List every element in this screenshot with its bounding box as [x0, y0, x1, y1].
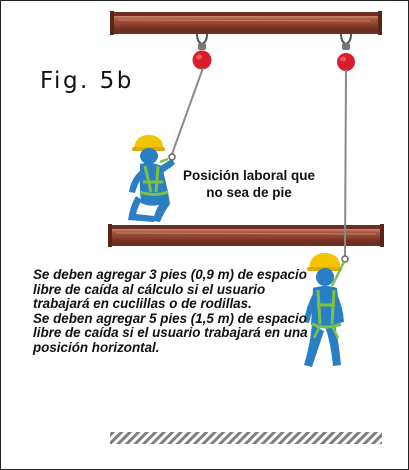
posture-caption: Posición laboral que no sea de pie	[175, 167, 323, 201]
right-lifeline-hook	[341, 255, 349, 263]
kneeling-worker	[128, 134, 175, 222]
clearance-notes: Se deben agregar 3 pies (0,9 m) de espac…	[33, 267, 323, 356]
suspended-worker	[304, 252, 346, 367]
note-horizontal: Se deben agregar 5 pies (1,5 m) de espac…	[33, 310, 308, 355]
note-kneeling: Se deben agregar 3 pies (0,9 m) de espac…	[33, 267, 307, 312]
top-beam	[110, 11, 382, 35]
middle-beam	[108, 224, 384, 247]
left-anchor-device	[192, 33, 212, 70]
posture-caption-text: Posición laboral que no sea de pie	[182, 168, 316, 200]
right-anchor-device	[337, 33, 355, 71]
right-lifeline	[344, 69, 347, 257]
figure-label: Fig. 5b	[40, 68, 134, 94]
left-lifeline	[171, 67, 204, 155]
ground-surface	[110, 432, 382, 444]
